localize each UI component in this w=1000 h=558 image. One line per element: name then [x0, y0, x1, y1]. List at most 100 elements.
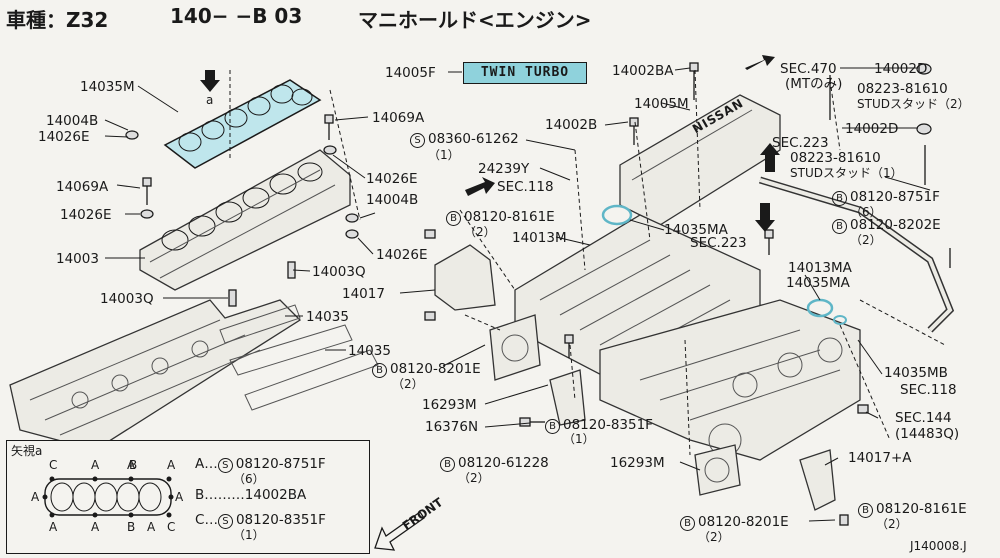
legend-title: 矢視a [11, 444, 43, 458]
bolts [142, 62, 951, 526]
callout-14069a-2[interactable]: 14069A [372, 110, 425, 126]
callout-14003[interactable]: 14003 [56, 251, 99, 267]
legend-row-c-qty: （1） [233, 528, 265, 542]
bolt-code: 08120-8351F [563, 417, 653, 433]
callout-14013ma[interactable]: 14013MA [788, 260, 852, 276]
callout-sec470[interactable]: SEC.470 [780, 61, 837, 77]
callout-16376n[interactable]: 16376N [425, 419, 479, 435]
drawing-id: J140008.J [910, 539, 967, 553]
callout-14002ba[interactable]: 14002BA [612, 63, 674, 79]
callout-14035m[interactable]: 14035M [80, 79, 135, 95]
callout-14035-2[interactable]: 14035 [348, 343, 391, 359]
view-marker: a [206, 93, 214, 107]
bolt-qty: （2） [850, 233, 882, 247]
callout-14069a[interactable]: 14069A [56, 179, 109, 195]
legend-right-a: A [175, 490, 184, 504]
callout-14002d[interactable]: 14002D [874, 61, 928, 77]
legend-code: 14002BA [244, 487, 307, 503]
callout-14005m[interactable]: 14005M [634, 96, 689, 112]
bolt-code: 08120-8161E [876, 501, 967, 517]
callout-14026e-2[interactable]: 14026E [60, 207, 112, 223]
callout-14035ma[interactable]: 14035MA [664, 222, 728, 238]
callout-14013m[interactable]: 14013M [512, 230, 567, 246]
callout-14026e[interactable]: 14026E [38, 129, 90, 145]
callout-14003q[interactable]: 14003Q [100, 291, 154, 307]
callout-14004b-2[interactable]: 14004B [366, 192, 419, 208]
callout-14004b[interactable]: 14004B [46, 113, 99, 129]
callout-14026e-3[interactable]: 14026E [366, 171, 418, 187]
legend-top-c: C [49, 458, 58, 472]
callout-24239y[interactable]: 24239Y [478, 161, 530, 177]
bracket-14017a [799, 449, 836, 511]
callout-14035ma-2[interactable]: 14035MA [786, 275, 850, 291]
callout-stud-2: STUDスタッド（2） [857, 97, 970, 111]
view-arrow-icon [200, 70, 220, 92]
callout-mt-only: (MTのみ) [785, 76, 843, 92]
callout-16293m[interactable]: 16293M [422, 397, 477, 413]
arrow-sec470-icon [745, 55, 775, 70]
callout-14017[interactable]: 14017 [342, 286, 385, 302]
legend-code: 08120-8351F [235, 512, 326, 528]
circle-s-icon: S [217, 458, 233, 473]
legend-row-a-qty: （6） [233, 472, 265, 486]
callout-14035[interactable]: 14035 [306, 309, 349, 325]
bolt-code: 08120-8161E [464, 209, 555, 225]
callout-14017a[interactable]: 14017+A [848, 450, 912, 466]
callout-14002b[interactable]: 14002B [545, 117, 598, 133]
bolt-qty: （2） [458, 471, 490, 485]
legend-top-a: A [127, 458, 136, 472]
bolt-code: 08360-61262 [428, 131, 519, 147]
circle-b-icon: B [446, 211, 461, 226]
arrow-sec118-icon [465, 177, 495, 196]
arrow-sec223-down-icon [755, 203, 775, 232]
callout-16293m-2[interactable]: 16293M [610, 455, 665, 471]
legend-gasket-drawing [42, 476, 174, 518]
bolt-qty: （2） [876, 517, 908, 531]
callout-sec223[interactable]: SEC.223 [690, 235, 747, 251]
bolt-code: 08120-8201E [698, 514, 789, 530]
callout-14035mb[interactable]: 14035MB [884, 365, 948, 381]
callout-sec144[interactable]: SEC.144 [895, 410, 952, 426]
legend-bottom-a: A [147, 520, 156, 534]
callout-08223-81610-2[interactable]: 08223-81610 [790, 150, 881, 166]
callout-14003q-2[interactable]: 14003Q [312, 264, 366, 280]
legend-key: B [195, 487, 205, 503]
legend-row-b: B………14002BA [195, 488, 306, 502]
bolt-qty: （1） [428, 148, 460, 162]
legend-top-a: A [91, 458, 100, 472]
callout-sec223-2[interactable]: SEC.223 [772, 135, 829, 151]
arrow-sec223-up-icon [760, 143, 780, 172]
callout-14005f[interactable]: 14005F [385, 65, 436, 81]
legend-top-b: B [129, 458, 138, 472]
collector-14003 [139, 149, 351, 291]
callout-08223-81610[interactable]: 08223-81610 [857, 81, 948, 97]
legend-key: A [195, 456, 205, 472]
callout-14002d-2[interactable]: 14002D [845, 121, 899, 137]
bolt-code: 08120-61228 [458, 455, 549, 471]
legend-top-a: A [167, 458, 176, 472]
legend-code: 08120-8751F [235, 456, 326, 472]
legend-bottom-b: B [127, 520, 136, 534]
bolt-qty: （2） [464, 225, 496, 239]
bolt-code: 08120-8201E [390, 361, 481, 377]
circle-b-icon: B [832, 219, 847, 234]
bolt-qty: （1） [563, 432, 595, 446]
callout-14026e-4[interactable]: 14026E [376, 247, 428, 263]
callout-sec118[interactable]: SEC.118 [497, 179, 554, 195]
callout-sec118-2[interactable]: SEC.118 [900, 382, 957, 398]
serial-number: 140− −B 03 [170, 4, 303, 28]
circle-s-icon: S [410, 133, 425, 148]
bolt-code: 08120-8751F [850, 189, 940, 205]
leader-lines [104, 67, 931, 522]
